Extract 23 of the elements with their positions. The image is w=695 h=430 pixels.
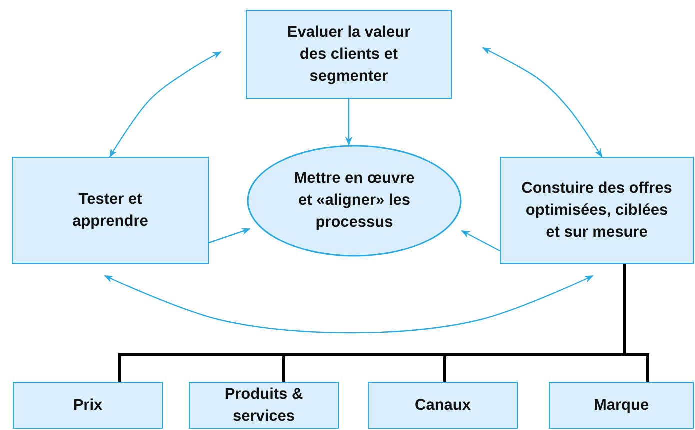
node-label: Produits & services [224, 384, 304, 426]
process-box [12, 157, 209, 264]
arrow [104, 275, 594, 334]
arrow [482, 47, 602, 158]
process-box [549, 382, 694, 429]
connector-line [624, 264, 650, 382]
node-label: Evaluer la valeur des clients et segmenter [286, 22, 412, 86]
process-box [500, 157, 694, 264]
node-label: Tester et apprendre [72, 190, 150, 232]
process-ellipse [247, 145, 462, 257]
node-label: Marque [594, 396, 650, 416]
arrow [109, 51, 222, 158]
process-box [368, 382, 518, 429]
node-label: Mettre en œuvre et «aligner» les processus [293, 169, 416, 233]
process-box [189, 382, 339, 429]
process-box [13, 382, 163, 429]
node-label: Canaux [415, 396, 471, 416]
arrow [461, 230, 500, 252]
node-label: Constuire des offres optimisées, ciblées et sur mesure [520, 178, 674, 242]
process-box [246, 10, 452, 99]
arrow [208, 228, 251, 244]
node-label: Prix [73, 396, 103, 416]
arrow [345, 99, 353, 146]
